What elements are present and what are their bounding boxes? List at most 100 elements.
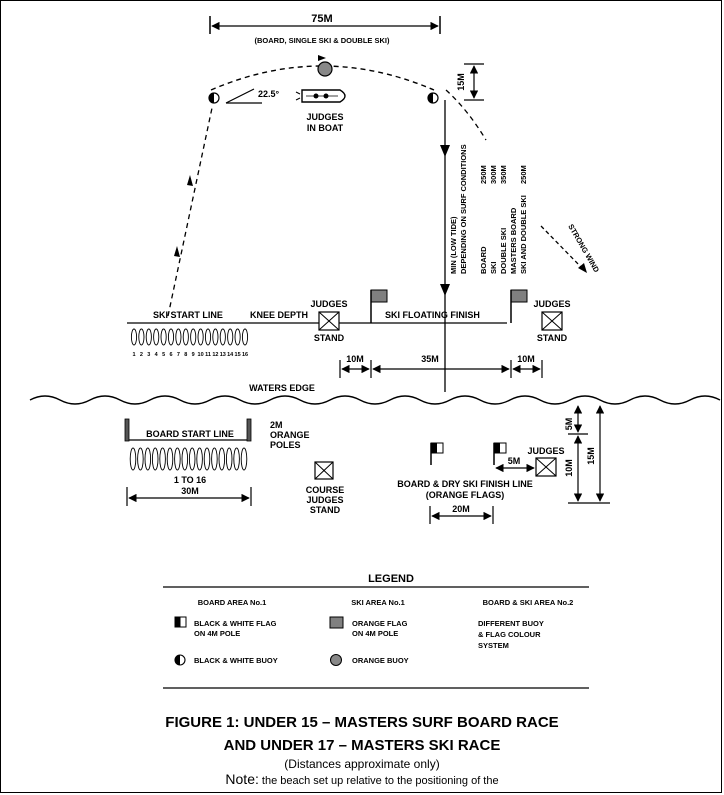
angle-ray-line xyxy=(225,88,255,104)
legend-orange-flag-label-1: ORANGE FLAG xyxy=(352,619,408,628)
dim-5m-h-label: 5M xyxy=(508,456,521,466)
board-position-oval xyxy=(211,447,218,471)
dist-col2-line2: SKI xyxy=(489,261,498,274)
board-position-oval xyxy=(225,447,233,471)
board-position-oval xyxy=(181,447,189,471)
board-position-oval xyxy=(240,447,248,471)
legend-area2-label-1: DIFFERENT BUOY xyxy=(478,619,544,628)
caption-note-word: Note: xyxy=(225,771,259,787)
ski-position-oval xyxy=(167,328,175,346)
legend-orange-buoy-label: ORANGE BUOY xyxy=(352,656,409,665)
ski-position-number: 9 xyxy=(192,352,195,358)
judges-beach-label: JUDGES xyxy=(527,446,564,456)
left-path-arrow-2 xyxy=(187,175,193,186)
legend-area2-label-2: & FLAG COLOUR xyxy=(478,630,541,639)
ski-start-line-label: SKI START LINE xyxy=(153,310,223,320)
board-range-label-2: 30M xyxy=(181,486,199,496)
bw-flag-finish-left-icon xyxy=(430,442,444,465)
caption-note-text: the beach set up relative to the positio… xyxy=(258,775,499,787)
legend-orange-buoy-icon xyxy=(330,654,342,666)
knee-depth-label: KNEE DEPTH xyxy=(250,310,308,320)
judges-stand-2-icon xyxy=(541,311,563,331)
ski-position-oval xyxy=(145,328,152,346)
board-position-oval xyxy=(203,447,211,471)
board-position-oval xyxy=(129,447,137,471)
ski-position-oval xyxy=(227,328,234,346)
dist-col3-line5: 250M xyxy=(519,165,528,184)
judges-stand-2-label-2: STAND xyxy=(537,333,568,343)
waters-edge-line xyxy=(29,395,721,405)
dim-35m-label: 35M xyxy=(421,354,439,364)
ski-position-oval xyxy=(130,328,138,346)
ski-position-number: 3 xyxy=(147,352,150,358)
dist-col3-line3: 350M xyxy=(499,165,508,184)
ski-position-number: 16 xyxy=(242,352,248,358)
dist-col3-line2: 300M xyxy=(489,165,498,184)
legend-col2-header: SKI AREA No.1 xyxy=(351,598,405,607)
board-position-oval xyxy=(233,447,240,471)
ski-position-oval xyxy=(153,328,160,346)
ski-position-oval xyxy=(190,328,197,346)
judges-stand-2-label-1: JUDGES xyxy=(533,299,570,309)
board-position-oval xyxy=(159,447,166,471)
ski-position-oval xyxy=(212,328,219,346)
ski-position-number: 8 xyxy=(184,352,187,358)
orange-flag-right-icon xyxy=(510,289,528,323)
ski-start-positions xyxy=(130,328,249,346)
dist-col2-line3: DOUBLE SKI xyxy=(499,228,508,274)
ski-position-number: 13 xyxy=(220,352,226,358)
centre-line-arrow-2 xyxy=(440,284,450,296)
board-position-oval xyxy=(166,447,174,471)
judges-boat-label-1: JUDGES xyxy=(306,112,343,122)
left-path-arrow-1 xyxy=(174,246,180,257)
dim-20m-label: 20M xyxy=(452,504,470,514)
board-position-oval xyxy=(144,447,152,471)
legend-bw-buoy-icon xyxy=(174,654,186,666)
orange-poles-label-1: 2M xyxy=(270,420,283,430)
dim-75m-label: 75M xyxy=(311,13,332,25)
course-judges-label-1: COURSE xyxy=(306,485,345,495)
ski-position-oval xyxy=(160,328,167,346)
legend-col3-header: BOARD & SKI AREA No.2 xyxy=(483,598,574,607)
board-position-oval xyxy=(137,447,144,471)
ski-position-oval xyxy=(138,328,145,346)
legend-bw-flag-icon xyxy=(174,616,187,628)
course-judges-label-3: STAND xyxy=(310,505,341,515)
angle-label: 22.5° xyxy=(258,89,280,99)
dist-col2-line5: SKI AND DOUBLE SKI xyxy=(519,195,528,274)
course-arc-arrow xyxy=(318,55,326,61)
bw-buoy-right-icon xyxy=(427,92,439,104)
dim-10m-left-label: 10M xyxy=(346,354,364,364)
legend-bw-flag-label-2: ON 4M POLE xyxy=(194,629,240,638)
dim-10m-right-label: 10M xyxy=(517,354,535,364)
ski-position-oval xyxy=(204,328,212,346)
centre-line-arrow-1 xyxy=(440,145,450,157)
legend-bw-flag-label-1: BLACK & WHITE FLAG xyxy=(194,619,277,628)
ski-position-number: 7 xyxy=(177,352,180,358)
board-finish-label-2: (ORANGE FLAGS) xyxy=(426,490,505,500)
board-position-oval xyxy=(196,447,203,471)
ski-position-number: 2 xyxy=(140,352,143,358)
dim-10m-v-label: 10M xyxy=(564,459,574,477)
judges-stand-1-label-1: JUDGES xyxy=(310,299,347,309)
dim-15m-label: 15M xyxy=(456,73,466,91)
board-position-oval xyxy=(218,447,226,471)
course-arc xyxy=(210,65,435,91)
legend-orange-flag-label-2: ON 4M POLE xyxy=(352,629,398,638)
ski-position-oval xyxy=(197,328,204,346)
course-judges-stand-icon xyxy=(314,461,334,480)
ski-position-number: 5 xyxy=(162,352,165,358)
ski-position-oval xyxy=(241,328,249,346)
dist-col1-line1: MIN (LOW TIDE) xyxy=(449,216,458,274)
bw-flag-finish-right-icon xyxy=(493,442,507,465)
judges-stand-1-label-2: STAND xyxy=(314,333,345,343)
board-start-pole-right xyxy=(246,418,252,442)
legend-orange-flag-icon xyxy=(329,616,344,629)
judges-stand-1-icon xyxy=(318,311,340,331)
ski-position-oval xyxy=(182,328,189,346)
ski-position-number: 15 xyxy=(235,352,241,358)
board-range-label-1: 1 TO 16 xyxy=(174,475,206,485)
